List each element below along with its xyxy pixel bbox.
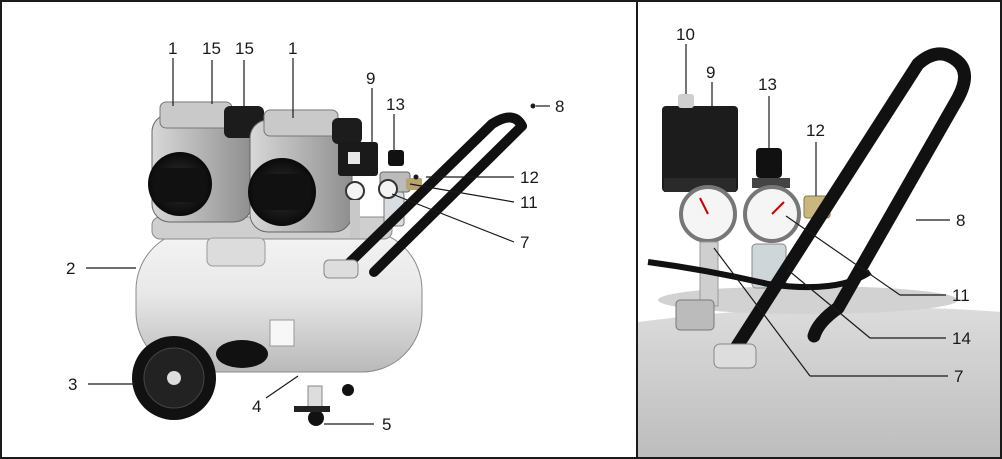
callout-11: 11 (952, 286, 970, 305)
callout-12: 12 (520, 168, 539, 187)
pressure-switch (662, 94, 738, 192)
callout-9: 9 (706, 63, 715, 82)
wheel (132, 336, 268, 420)
callout-9: 9 (366, 69, 375, 88)
callout-1: 1 (288, 39, 297, 58)
castor-wheels (294, 384, 354, 426)
pressure-switch (338, 142, 378, 176)
callout-5: 5 (382, 415, 391, 434)
callout-1: 1 (168, 39, 177, 58)
callout-15: 15 (235, 39, 254, 58)
callout-2: 2 (66, 259, 75, 278)
callout-8: 8 (555, 97, 564, 116)
callout-15: 15 (202, 39, 221, 58)
detail-diagram-panel: 10 9 13 12 8 11 14 7 (636, 0, 1002, 459)
compressor-overview-illustration: 1 15 15 1 9 13 8 12 11 7 2 3 4 5 (66, 39, 564, 434)
callout-13: 13 (386, 95, 405, 114)
outlet-pressure-gauge (743, 185, 801, 243)
compressor-motor-left (148, 101, 264, 223)
pressure-regulator (751, 148, 831, 289)
callout-11: 11 (520, 193, 538, 212)
compressor-motor-right (248, 109, 362, 233)
callout-14: 14 (952, 329, 971, 348)
callout-7: 7 (954, 367, 963, 386)
callout-leaders (86, 58, 550, 425)
transport-handle (323, 112, 527, 279)
transport-handle (713, 47, 971, 369)
overview-diagram-panel: 1 15 15 1 9 13 8 12 11 7 2 3 4 5 (0, 0, 638, 459)
callout-leaders (685, 44, 950, 377)
compressor-detail-illustration: 10 9 13 12 8 11 14 7 (638, 25, 1000, 457)
callout-12: 12 (806, 121, 825, 140)
callout-3: 3 (68, 375, 77, 394)
callout-13: 13 (758, 75, 777, 94)
callout-10: 10 (676, 25, 695, 44)
callout-7: 7 (520, 233, 529, 252)
callout-8: 8 (956, 211, 965, 230)
pressure-gauges (345, 179, 398, 238)
tank-pressure-gauge (679, 185, 737, 307)
callout-4: 4 (252, 397, 261, 416)
